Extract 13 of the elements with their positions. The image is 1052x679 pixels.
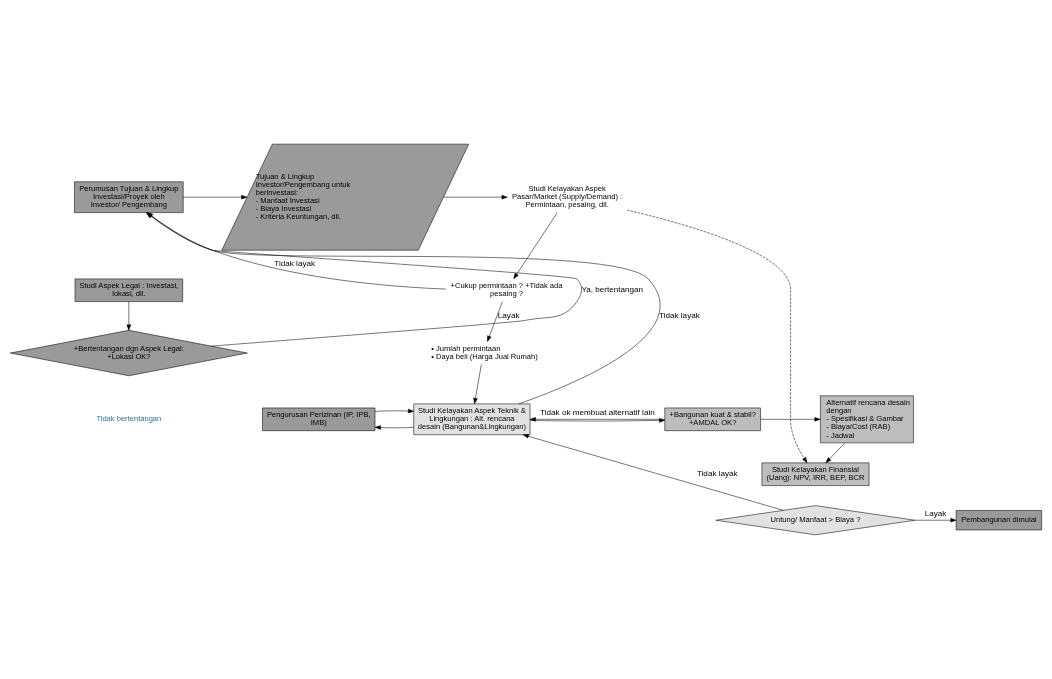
arrow bbox=[374, 408, 414, 414]
arrow bbox=[126, 301, 131, 331]
arrow bbox=[513, 212, 558, 280]
arrow bbox=[626, 209, 808, 464]
arrow bbox=[825, 442, 846, 464]
arrow bbox=[473, 364, 482, 404]
arrow bbox=[915, 518, 957, 523]
arrow bbox=[522, 434, 784, 511]
arrow bbox=[487, 301, 503, 342]
arrow bbox=[183, 195, 248, 200]
arrow bbox=[760, 417, 821, 422]
arrow bbox=[443, 195, 508, 200]
arrow bbox=[374, 425, 414, 430]
